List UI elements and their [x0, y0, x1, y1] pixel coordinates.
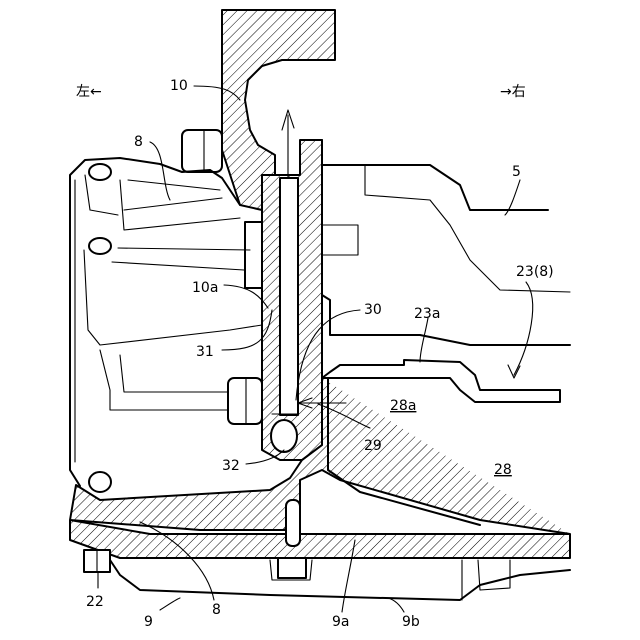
plate-10a: [262, 140, 322, 460]
label-9: 9: [144, 614, 153, 630]
oil-reservoir-32: [271, 420, 297, 452]
arrow-23-8: [508, 282, 533, 378]
label-9b: 9b: [402, 614, 420, 630]
spacer-plate: [245, 222, 262, 288]
label-right-direction: →右: [500, 84, 526, 100]
label-28a: 28a: [390, 398, 416, 414]
label-5: 5: [512, 164, 521, 180]
bolt-left-upper: [182, 130, 222, 172]
label-31: 31: [196, 344, 214, 360]
label-9a: 9a: [332, 614, 350, 630]
label-10a: 10a: [192, 280, 218, 296]
label-30: 30: [364, 302, 382, 318]
label-23a: 23a: [414, 306, 440, 322]
label-left-direction: 左←: [76, 84, 102, 100]
label-29: 29: [364, 438, 382, 454]
label-23-8: 23(8): [516, 264, 554, 280]
label-22: 22: [86, 594, 104, 610]
label-32: 32: [222, 458, 240, 474]
label-10: 10: [170, 78, 188, 94]
label-28: 28: [494, 462, 512, 478]
oil-flow-arrow-up: [282, 110, 294, 178]
label-8-top: 8: [134, 134, 143, 150]
housing-8: [70, 158, 262, 492]
bolt-left-lower: [228, 378, 262, 424]
label-8-bottom: 8: [212, 602, 221, 618]
